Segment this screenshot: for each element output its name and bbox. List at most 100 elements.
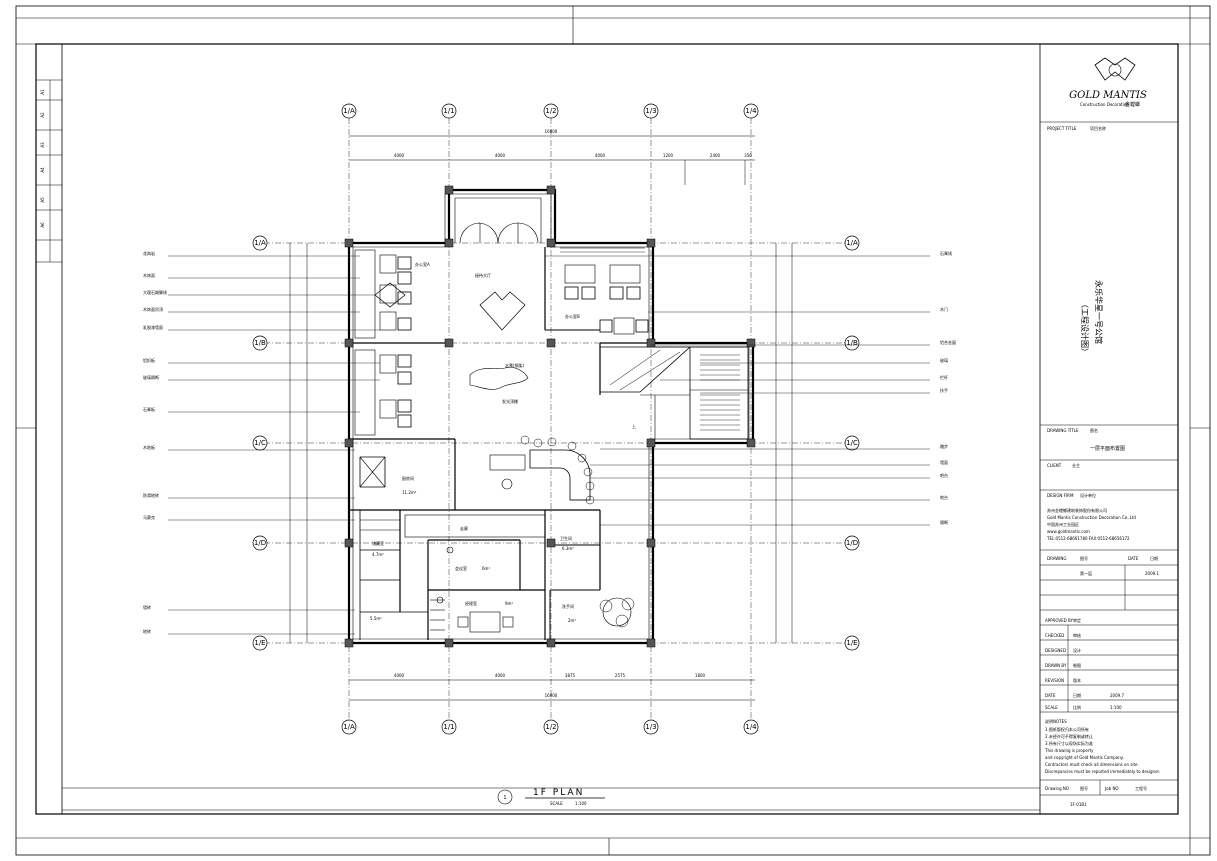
design-label: DESIGN FIRM	[1047, 493, 1074, 498]
project-title-value: 项目名称	[1090, 125, 1106, 131]
room-meeting-area: 6m²	[482, 566, 490, 571]
column	[746, 438, 756, 448]
grid-bubble-col	[341, 103, 357, 119]
tb-row-extra: 1:100	[1110, 705, 1122, 710]
column	[344, 438, 354, 448]
tb-row-value: 版本	[1073, 677, 1081, 683]
grid-bubble-row	[252, 635, 268, 651]
title-marker: 1	[503, 795, 506, 801]
tb-row-label: REVISION	[1045, 678, 1064, 683]
grid-label-row: 1/D	[254, 539, 266, 547]
room-meeting: 会议室	[455, 565, 467, 571]
column	[646, 438, 656, 448]
column	[546, 185, 556, 195]
tb-note: 2.未经许可不得复制或转让	[1045, 733, 1093, 739]
project-title-label: PROJECT TITLE	[1047, 126, 1077, 131]
grid-label-col: 1/1	[443, 723, 454, 731]
sheet-row-a: 第一层	[1080, 570, 1092, 576]
room-corridor: 走廊	[460, 525, 468, 531]
callout-right: 铝合金窗	[940, 339, 956, 345]
grid-bubble-col	[643, 719, 659, 735]
drawing-no-label: DRAWING	[1047, 556, 1066, 561]
left-revision-strip	[36, 79, 62, 263]
client-label: CLIENT	[1047, 463, 1062, 468]
callout-left: 大理石踢脚线	[143, 289, 167, 295]
bottom-dim: 4000	[394, 673, 405, 678]
footer-left-value: 图号	[1080, 785, 1088, 791]
tb-row-value: 设计	[1073, 647, 1081, 653]
title-marker-circle	[497, 789, 513, 805]
column	[546, 238, 556, 248]
tb-row-extra: 2009.7	[1110, 693, 1124, 698]
tb-row-value: 日期	[1073, 692, 1081, 698]
column	[444, 185, 454, 195]
column	[344, 638, 354, 648]
tb-row-value: 比例	[1073, 704, 1081, 710]
drawing-title-label: DRAWING TITLE	[1047, 428, 1079, 433]
gold-mantis-logo-mark	[1094, 57, 1136, 81]
left-strip-label: A2	[40, 112, 45, 118]
tb-row-value: 审定	[1073, 617, 1081, 623]
design-value: 设计单位	[1080, 492, 1096, 498]
column	[546, 638, 556, 648]
scale-label: SCALE	[550, 801, 563, 806]
date-label: DATE	[1128, 556, 1139, 561]
callout-right: 隔断	[940, 519, 948, 525]
column	[546, 338, 556, 348]
room-bath-area: 2m²	[568, 618, 576, 623]
left-strip-label: A6	[40, 222, 45, 228]
bottom-dim: 1800	[695, 673, 706, 678]
grid-bubble-row	[844, 535, 860, 551]
room-stair: 上	[632, 423, 636, 429]
sheet-title: 1F PLAN	[533, 788, 584, 798]
scale-value: 1:100	[575, 801, 587, 806]
tb-note: This drawing is property	[1044, 748, 1094, 753]
callout-right: 墙面	[940, 459, 948, 465]
brand-sub-cn: 金螳螂	[1125, 101, 1140, 108]
column	[344, 538, 354, 548]
column	[444, 638, 454, 648]
grid-label-row: 1/E	[846, 639, 857, 647]
grid-label-col: 1/A	[343, 107, 355, 115]
column	[444, 238, 454, 248]
top-dim: 350	[744, 153, 752, 158]
notes-title: 说明NOTES	[1045, 718, 1067, 724]
footer-code: 1F-01B1	[1070, 802, 1087, 807]
sheet-row-b: 2009.1	[1145, 571, 1159, 576]
grid-label-col: 1/3	[645, 723, 656, 731]
tb-row-label: DRAWN BY	[1045, 663, 1067, 668]
brand-name: GOLD MANTIS	[1069, 90, 1147, 101]
callout-right: 栏杆	[940, 374, 948, 380]
room-toilet-area: 6.3m²	[562, 546, 574, 551]
grid-label-col: 1/4	[745, 723, 757, 731]
grid-label-row: 1/A	[254, 239, 266, 247]
room-storage-area: 4.7m²	[372, 552, 384, 557]
title-block	[1040, 57, 1178, 796]
callout-left: 花岗岩	[143, 250, 155, 256]
grid-label-col: 1/A	[343, 723, 355, 731]
callout-left: 防滑地砖	[143, 492, 159, 498]
grid-bubble-col	[543, 103, 559, 119]
date-value: 日期	[1150, 555, 1158, 561]
callout-right: 吧台	[940, 472, 948, 478]
grid-label-row: 1/A	[846, 239, 858, 247]
grid-label-col: 1/4	[745, 107, 757, 115]
column	[646, 538, 656, 548]
left-strip-label: A4	[40, 167, 45, 173]
top-overall-dim: 16000	[545, 129, 558, 134]
callout-left: 木饰面	[143, 272, 155, 278]
tb-row-label: SCALE	[1045, 705, 1058, 710]
top-dim: 4000	[495, 153, 506, 158]
room-kitchen-area: 11.2m²	[402, 490, 417, 495]
callout-right: 玻璃	[940, 357, 948, 363]
grid-label-row: 1/E	[254, 639, 265, 647]
leader-lines	[168, 255, 930, 635]
firm-tel: TEL:0512-68661780 FAX:0512-68656172	[1046, 536, 1130, 541]
drawing-title-value: 图名	[1090, 427, 1098, 433]
callout-right: 石膏线	[940, 250, 952, 256]
left-strip-label: A1	[40, 89, 45, 95]
callout-left: 地砖	[143, 628, 151, 634]
tb-note: and copyright of Gold Mantis Company.	[1045, 755, 1124, 760]
callout-left: 木饰面吊顶	[143, 306, 163, 312]
